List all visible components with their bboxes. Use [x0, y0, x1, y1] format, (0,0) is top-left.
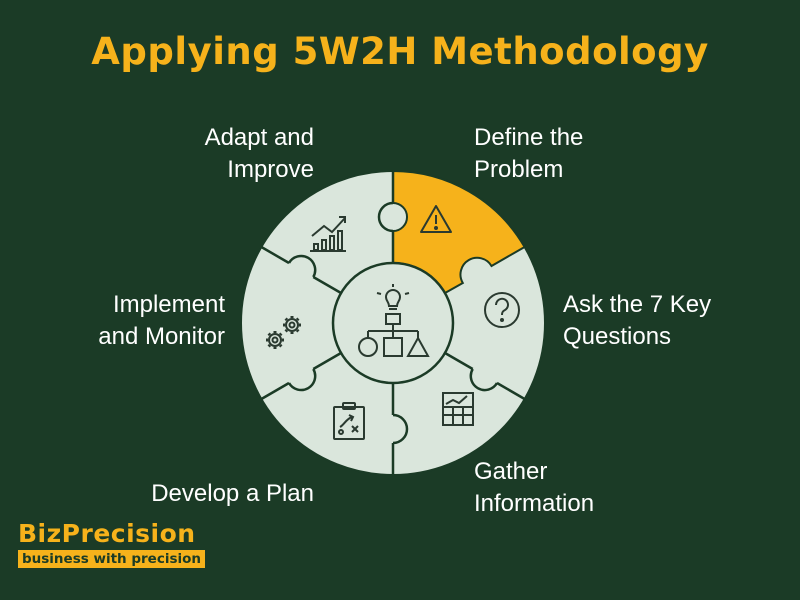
step-label-define: Define the Problem	[474, 122, 583, 186]
warning-icon	[420, 205, 452, 233]
brand-logo: BizPrecision business with precision	[18, 520, 205, 568]
logo-wordmark: BizPrecision	[18, 520, 205, 548]
step-label-implement-line2: and Monitor	[98, 323, 225, 350]
step-label-ask-line2: Questions	[563, 323, 672, 350]
data-chart-icon	[442, 392, 474, 426]
growth-chart-icon	[310, 216, 346, 252]
logo-tagline: business with precision	[18, 550, 205, 568]
step-label-implement-line1: Implement	[112, 291, 225, 318]
step-label-gather-line2: Information	[474, 490, 595, 517]
step-label-gather-line1: Gather	[474, 458, 548, 485]
logo-name: BizPrecision	[18, 519, 196, 548]
gears-icon	[266, 316, 301, 349]
idea-structure-icon	[358, 284, 430, 357]
strategy-board-icon	[333, 402, 365, 440]
puzzle-dividers	[260, 171, 526, 475]
step-label-adapt: Adapt and Improve	[205, 122, 314, 186]
step-label-adapt-line2: Improve	[227, 156, 314, 183]
step-label-ask: Ask the 7 Key Questions	[563, 289, 711, 353]
step-label-define-line1: Define the	[474, 124, 584, 151]
step-label-gather: Gather Information	[474, 456, 594, 520]
step-label-develop: Develop a Plan	[151, 478, 314, 510]
step-label-adapt-line1: Adapt and	[204, 124, 314, 151]
step-label-define-line2: Problem	[474, 156, 564, 183]
step-label-implement: Implement and Monitor	[98, 289, 225, 353]
step-label-ask-line1: Ask the 7 Key	[563, 291, 712, 318]
puzzle-piece-define-highlight	[392, 169, 526, 295]
step-label-develop-line1: Develop a Plan	[151, 480, 314, 507]
question-icon	[484, 292, 520, 328]
page-title: Applying 5W2H Methodology	[91, 30, 709, 73]
